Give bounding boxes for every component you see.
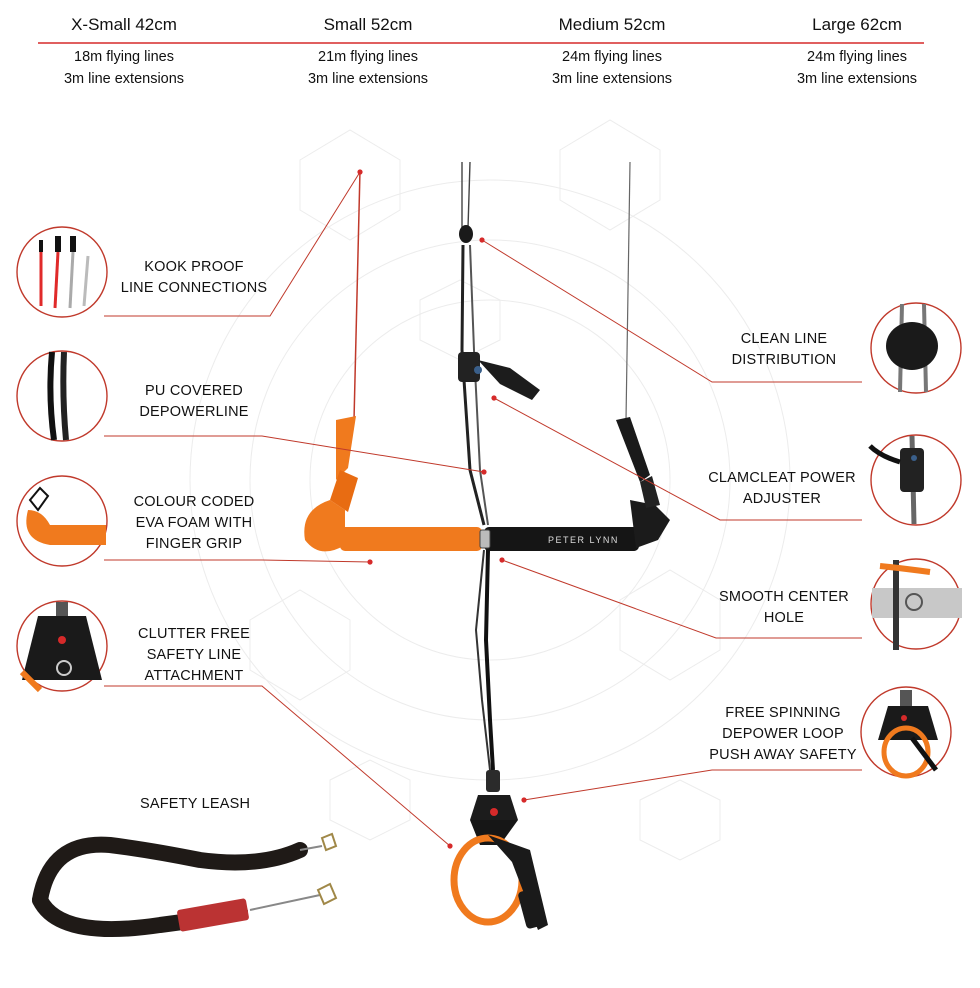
flying-lines-drawing bbox=[353, 161, 631, 771]
label-line: HOLE bbox=[763, 610, 805, 626]
label-line: FREE SPINNING bbox=[725, 705, 841, 721]
label-safety-leash: SAFETY LEASH bbox=[140, 796, 251, 812]
label-line: COLOUR CODED bbox=[133, 494, 255, 510]
label-line: CLEAN LINE bbox=[740, 331, 828, 347]
chicken-loop bbox=[450, 770, 548, 930]
label-line: LINE CONNECTIONS bbox=[120, 280, 268, 296]
label-depower-loop: FREE SPINNING DEPOWER LOOP PUSH AWAY SAF… bbox=[700, 703, 866, 766]
label-pu-covered: PU COVERED DEPOWERLINE bbox=[118, 381, 270, 423]
line-distributor bbox=[459, 225, 473, 243]
flying-lines: 18m flying lines bbox=[74, 49, 174, 65]
label-center-hole: SMOOTH CENTER HOLE bbox=[704, 587, 864, 629]
detail-safety-attachment bbox=[16, 600, 108, 693]
label-line: ATTACHMENT bbox=[144, 668, 244, 684]
label-colour-coded: COLOUR CODED EVA FOAM WITH FINGER GRIP bbox=[118, 492, 270, 555]
clamcleat bbox=[458, 352, 540, 400]
size-large: Large 62cm 24m flying lines 3m line exte… bbox=[757, 14, 957, 90]
label-line: DISTRIBUTION bbox=[731, 352, 837, 368]
label-line: DEPOWERLINE bbox=[139, 404, 249, 420]
detail-depower-loop bbox=[860, 686, 952, 779]
label-line: SMOOTH CENTER bbox=[719, 589, 849, 605]
flying-lines: 24m flying lines bbox=[562, 49, 662, 65]
line-extensions: 3m line extensions bbox=[307, 71, 429, 87]
label-line: ADJUSTER bbox=[742, 491, 822, 507]
flying-lines: 21m flying lines bbox=[318, 49, 418, 65]
label-line: PUSH AWAY SAFETY bbox=[709, 747, 857, 763]
line-extensions: 3m line extensions bbox=[551, 71, 673, 87]
safety-leash-drawing bbox=[32, 832, 338, 938]
detail-line-connections bbox=[16, 226, 108, 318]
label-clamcleat: CLAMCLEAT POWER ADJUSTER bbox=[700, 468, 864, 510]
size-title: Small 52cm bbox=[323, 15, 413, 34]
callout-lines bbox=[104, 171, 862, 847]
callout-dots bbox=[357, 169, 527, 849]
bar-orange-side bbox=[304, 416, 482, 552]
label-line: FINGER GRIP bbox=[145, 536, 243, 552]
detail-pu-depowerline bbox=[16, 350, 108, 442]
label-line: SAFETY LINE bbox=[146, 647, 242, 663]
label-line: DEPOWER LOOP bbox=[722, 726, 844, 742]
label-kook-proof: KOOK PROOF LINE CONNECTIONS bbox=[118, 257, 270, 299]
label-line: KOOK PROOF bbox=[144, 259, 244, 275]
size-title: Large 62cm bbox=[812, 15, 902, 34]
label-clutter-free: CLUTTER FREE SAFETY LINE ATTACHMENT bbox=[118, 624, 270, 687]
label-line: CLAMCLEAT POWER bbox=[708, 470, 856, 486]
label-line: CLUTTER FREE bbox=[138, 626, 250, 642]
line-extensions: 3m line extensions bbox=[63, 71, 185, 87]
detail-clamcleat bbox=[868, 434, 962, 526]
size-title: X-Small 42cm bbox=[71, 15, 177, 34]
size-xsmall: X-Small 42cm 18m flying lines 3m line ex… bbox=[24, 14, 224, 90]
line-extensions: 3m line extensions bbox=[796, 71, 918, 87]
center-hole bbox=[479, 529, 491, 549]
bar-black-side: PETER LYNN bbox=[484, 417, 670, 551]
label-line: PU COVERED bbox=[145, 383, 243, 399]
label-line: EVA FOAM WITH bbox=[135, 515, 253, 531]
label-clean-line: CLEAN LINE DISTRIBUTION bbox=[704, 329, 864, 371]
bar-brand: PETER LYNN bbox=[548, 535, 619, 545]
size-medium: Medium 52cm 24m flying lines 3m line ext… bbox=[512, 14, 712, 90]
size-small: Small 52cm 21m flying lines 3m line exte… bbox=[268, 14, 468, 90]
detail-eva-foam bbox=[16, 475, 108, 567]
detail-line-distribution bbox=[870, 302, 962, 394]
detail-center-hole bbox=[870, 558, 962, 650]
size-title: Medium 52cm bbox=[558, 15, 666, 34]
flying-lines: 24m flying lines bbox=[807, 49, 907, 65]
